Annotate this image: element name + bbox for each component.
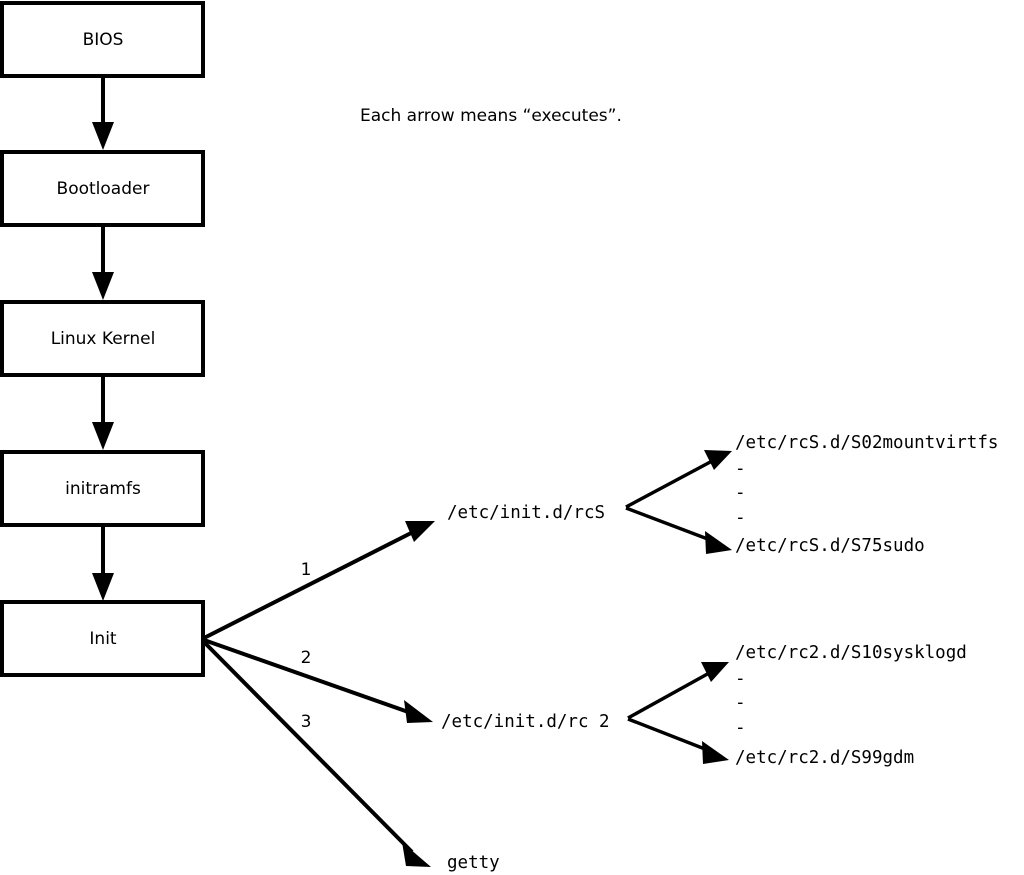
node-linux-kernel-rect <box>0 300 205 377</box>
node-initramfs-label: initramfs <box>65 479 141 499</box>
node-bios-label: BIOS <box>83 30 124 50</box>
edge-rc2-last-arrowhead <box>702 741 729 764</box>
edge-rcS-to-last-script <box>625 506 732 554</box>
node-bios[interactable]: BIOS <box>0 1 205 78</box>
script-rc2-ellipsis-2: - <box>735 693 746 713</box>
edge-rcS-first-arrowhead <box>704 450 732 470</box>
edge-rc2-first-line <box>627 670 712 720</box>
script-rcS-ellipsis-1: - <box>735 459 746 479</box>
edge-kernel-to-initramfs <box>92 375 114 450</box>
edge-rcS-first-line <box>625 458 715 509</box>
edge-init-branch-1-arrowhead <box>405 521 435 542</box>
edge-init-branch-1-number: 1 <box>301 560 312 580</box>
script-rcS-ellipsis-3: - <box>735 508 746 528</box>
edge-init-branch-1: 1 <box>203 521 435 640</box>
edge-init-branch-3-arrowhead <box>402 842 431 867</box>
edge-init-branch-2-number: 2 <box>301 648 312 668</box>
edge-init-branch-2: 2 <box>203 638 433 723</box>
node-bios-rect <box>0 1 205 78</box>
edge-bootloader-arrowhead <box>92 272 114 300</box>
edge-init-branch-3: 3 <box>202 640 431 867</box>
edge-init-branch-3-number: 3 <box>301 712 312 732</box>
edge-rcS-last-line <box>625 506 714 543</box>
edge-kernel-arrowhead <box>92 422 114 450</box>
node-init-label: Init <box>89 629 117 649</box>
edge-init-branch-2-arrowhead <box>404 700 433 723</box>
edge-rc2-last-line <box>627 717 711 753</box>
node-rcS-label: /etc/init.d/rcS <box>447 503 605 523</box>
legend-note: Each arrow means “executes”. <box>360 106 622 126</box>
edge-bootloader-to-kernel <box>92 225 114 300</box>
node-initramfs[interactable]: initramfs <box>0 450 205 527</box>
edge-rc2-first-arrowhead <box>701 662 729 682</box>
edge-rc2-to-last-script <box>627 717 729 764</box>
node-linux-kernel[interactable]: Linux Kernel <box>0 300 205 377</box>
edge-init-branch-2-line <box>203 638 415 716</box>
edge-initramfs-arrowhead <box>92 573 114 601</box>
node-bootloader[interactable]: Bootloader <box>0 150 205 227</box>
edge-rc2-to-first-script <box>627 662 729 720</box>
script-rc2-first: /etc/rc2.d/S10sysklogd <box>735 643 967 663</box>
edge-init-branch-3-line <box>202 640 414 854</box>
node-rc2-label: /etc/init.d/rc 2 <box>441 712 610 732</box>
script-rc2-ellipsis-1: - <box>735 669 746 689</box>
node-init-rect <box>0 600 205 677</box>
edge-init-branch-1-line <box>203 528 418 640</box>
script-rcS-last: /etc/rcS.d/S75sudo <box>735 536 925 556</box>
edge-bios-to-bootloader <box>92 76 114 150</box>
script-rcS-ellipsis-2: - <box>735 483 746 503</box>
edge-bios-arrowhead <box>92 122 114 150</box>
edge-initramfs-to-init <box>92 525 114 601</box>
script-rcS-first: /etc/rcS.d/S02mountvirtfs <box>735 433 998 453</box>
script-rc2-last: /etc/rc2.d/S99gdm <box>735 748 914 768</box>
node-bootloader-label: Bootloader <box>57 179 150 199</box>
node-getty-label: getty <box>447 853 500 873</box>
edge-rcS-to-first-script <box>625 450 732 509</box>
edge-rcS-last-arrowhead <box>705 531 732 554</box>
node-linux-kernel-label: Linux Kernel <box>51 329 156 349</box>
script-rc2-ellipsis-3: - <box>735 718 746 738</box>
node-bootloader-rect <box>0 150 205 227</box>
node-init[interactable]: Init <box>0 600 205 677</box>
